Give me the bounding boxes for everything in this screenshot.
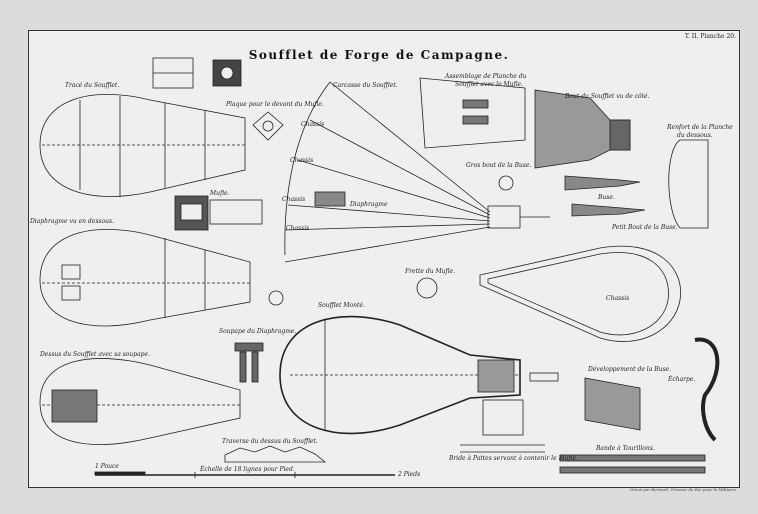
label-developpement: Développement de la Buse.: [588, 366, 672, 373]
assembled-bellows: [279, 315, 559, 435]
assembly-board: [419, 77, 526, 149]
chassis-frame: [479, 245, 682, 342]
label-chassis-big: Chassis: [606, 295, 630, 302]
nozzle-end-large: [498, 175, 514, 191]
label-soupape: Soupape du Diaphragme.: [219, 328, 297, 335]
label-gros-bout: Gros bout de la Buse.: [466, 162, 532, 169]
label-trace: Tracé du Soufflet.: [65, 82, 120, 89]
label-bride: Bride à Pattes servant à contenir le Muf…: [449, 455, 579, 462]
valve-part: [234, 342, 264, 383]
label-carcasse: Carcasse du Soufflet.: [333, 82, 398, 89]
bellows-outline-top: [39, 94, 246, 197]
label-chassis-2: Chassis: [290, 157, 314, 164]
label-scale-left: 1 Pouce: [95, 463, 119, 470]
label-dessus: Dessus du Soufflet avec sa soupape.: [40, 351, 150, 358]
label-diaphragme-dessous: Diaphragme vu en dessous.: [30, 218, 114, 225]
label-bout: Bout du Soufflet vu de côté.: [565, 93, 650, 100]
mufle-block: [174, 195, 263, 231]
crossbar: [224, 445, 327, 463]
bellows-top-valve: [39, 358, 241, 445]
label-assemblage-2: Soufflet avec le Mufle.: [455, 81, 524, 88]
mufle-ring: [416, 277, 438, 299]
label-soufflet-monte: Soufflet Monté.: [318, 302, 365, 309]
label-diaphragme: Diaphragme: [350, 201, 388, 208]
engraver-credit: Gravé par Bernard, Graveur du Roi pour l…: [629, 487, 736, 492]
label-chassis-4: Chassis: [286, 225, 310, 232]
reinforcement-plate: [668, 139, 709, 229]
label-renfort-1: Renfort de la Planche: [667, 124, 733, 131]
label-mufle: Mufle.: [210, 190, 230, 197]
diaphragm-outline: [39, 229, 251, 327]
label-buse: Buse.: [598, 194, 615, 201]
nozzle-top: [564, 175, 641, 191]
nozzle-development: [584, 377, 641, 431]
frame-fan: [268, 81, 550, 306]
label-traverse: Traverse du dessus du Soufflet.: [222, 438, 318, 445]
label-renfort-2: du dessous.: [677, 132, 713, 139]
trunnion-band: [559, 454, 706, 474]
label-chassis-3: Chassis: [282, 196, 306, 203]
label-bande: Bande à Tourillons.: [596, 445, 655, 452]
mufle-hole: [220, 66, 234, 80]
scale-bar: [94, 471, 395, 478]
bellows-end-side: [534, 89, 631, 169]
front-plate: [252, 111, 284, 141]
label-petit-bout: Petit Bout de la Buse.: [612, 224, 678, 231]
label-scale-right: 2 Pieds: [398, 471, 421, 478]
strap-bracket: [460, 399, 545, 453]
label-plaque: Plaque pour le devant du Mufle.: [226, 101, 324, 108]
plate-number: T. II. Planche 20.: [684, 33, 736, 40]
label-frette: Frette du Mufle.: [405, 268, 455, 275]
scarf-strap: [694, 337, 720, 442]
nozzle-bottom: [571, 203, 646, 217]
label-echelle: Échelle de 18 lignes pour Pied.: [200, 466, 295, 473]
small-plate: [152, 57, 194, 89]
label-assemblage-1: Assemblage de Planche du: [445, 73, 527, 80]
label-chassis-1: Chassis: [301, 121, 325, 128]
label-echarpe: Écharpe.: [668, 376, 696, 383]
plate-title: Soufflet de Forge de Campagne.: [248, 48, 510, 62]
